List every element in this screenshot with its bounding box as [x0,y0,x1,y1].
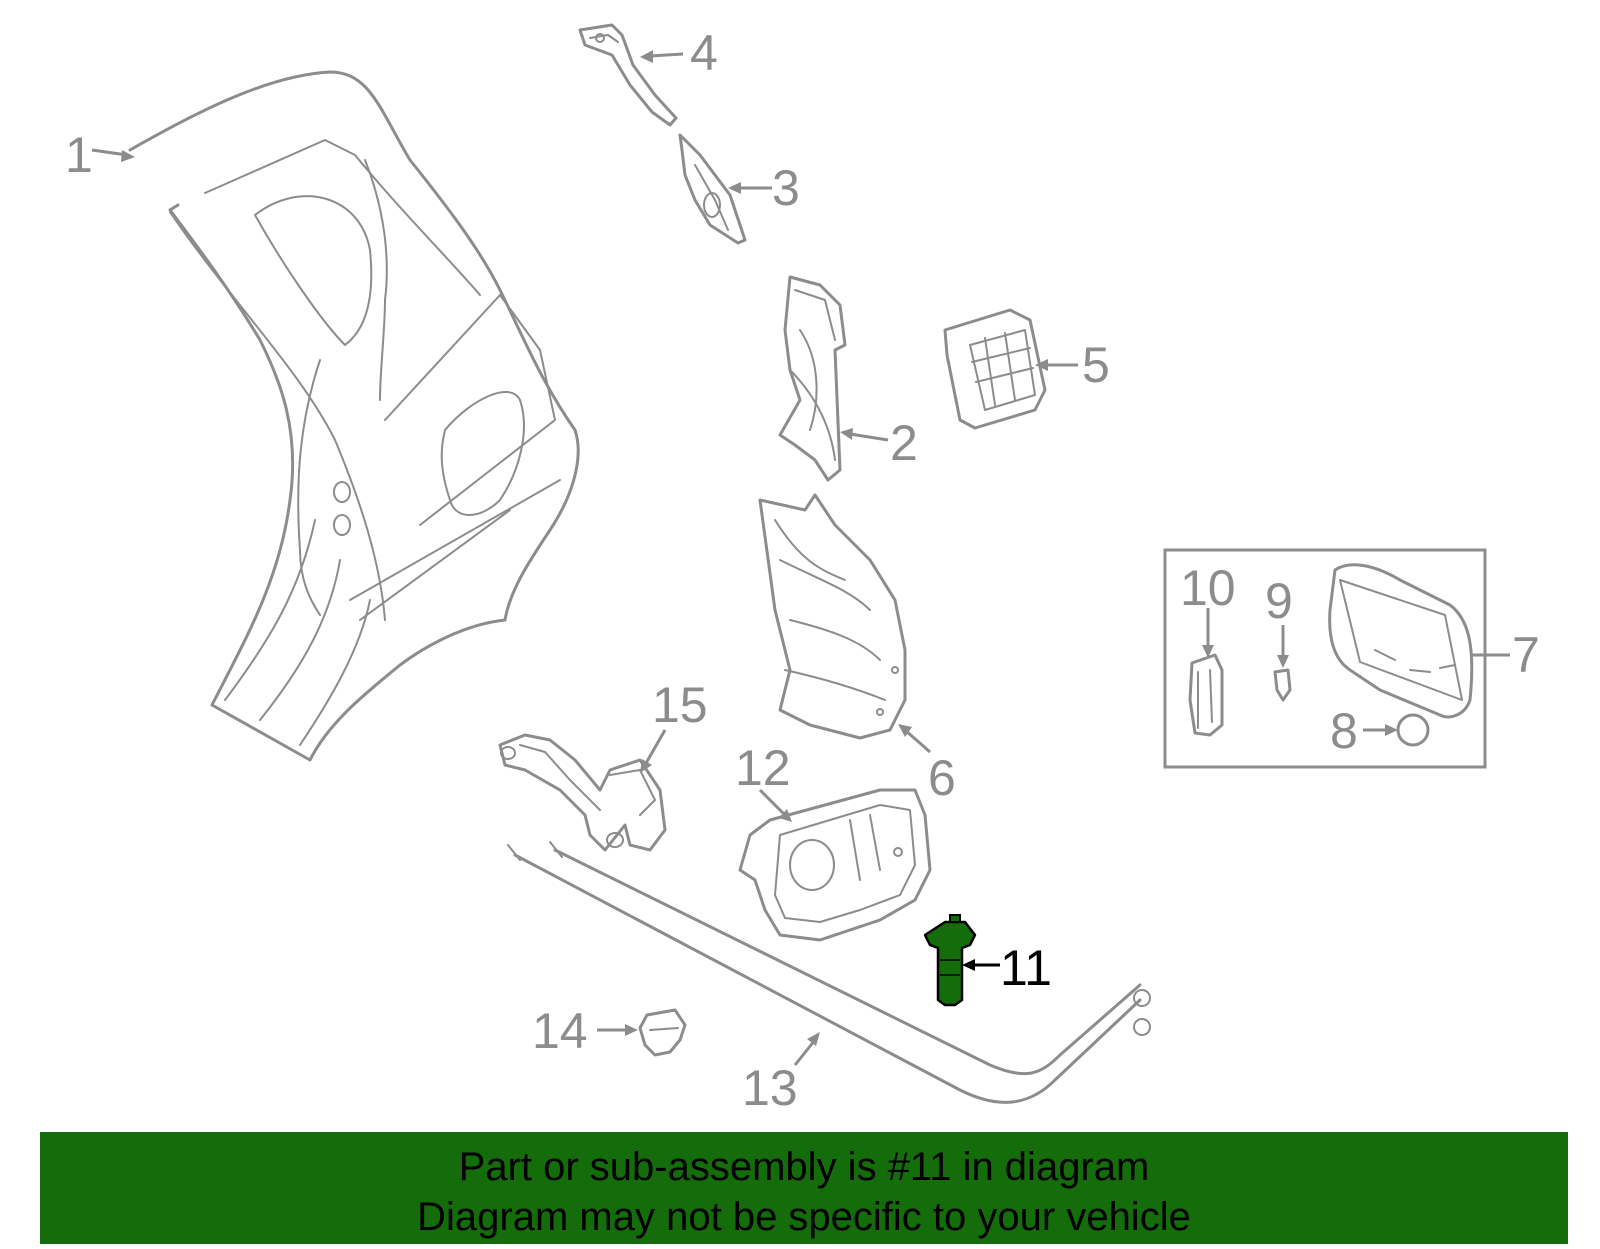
callout-3: 3 [772,160,800,216]
callout-15: 15 [652,677,708,733]
callout-5: 5 [1082,337,1110,393]
part-6-splash-shield[interactable] [758,493,907,740]
part-12-fuel-door-housing[interactable] [738,788,932,942]
part-2-inner-panel[interactable] [778,275,847,482]
callout-12: 12 [735,740,791,796]
part-13-cables[interactable] [507,841,1151,1104]
part-14-clip[interactable] [638,1008,687,1057]
callout-2: 2 [890,415,918,471]
part-5-vent-grille[interactable] [943,308,1047,430]
callout-10: 10 [1180,560,1236,616]
part-7-fuel-door[interactable] [1328,563,1474,719]
part-9-clip[interactable] [1273,668,1292,702]
part-8-seal[interactable] [1396,713,1430,747]
part-3-lower-bracket[interactable] [678,133,747,245]
inset-box [1163,548,1487,769]
callout-6: 6 [928,750,956,806]
callout-9: 9 [1265,573,1293,629]
callout-7: 7 [1512,627,1540,683]
callout-4: 4 [690,25,718,81]
callout-14: 14 [532,1003,588,1059]
part-11-highlighted[interactable] [923,914,977,1007]
leader-lines [91,50,1510,1066]
part-15-hinge[interactable] [498,733,667,852]
banner-line-1: Part or sub-assembly is #11 in diagram [458,1145,1150,1189]
callout-13: 13 [742,1060,798,1116]
banner-line-2: Diagram may not be specific to your vehi… [417,1195,1191,1239]
callout-11: 11 [1000,940,1052,996]
callout-1: 1 [65,127,93,183]
callout-8: 8 [1330,703,1358,759]
callout-labels: 1 2 3 4 5 6 7 8 9 10 11 12 13 14 15 [65,25,1540,1116]
part-10-latch[interactable] [1188,653,1224,737]
part-4-upper-bracket[interactable] [578,23,678,127]
part-1-quarter-panel[interactable] [128,70,580,762]
info-banner: Part or sub-assembly is #11 in diagram D… [40,1132,1568,1244]
